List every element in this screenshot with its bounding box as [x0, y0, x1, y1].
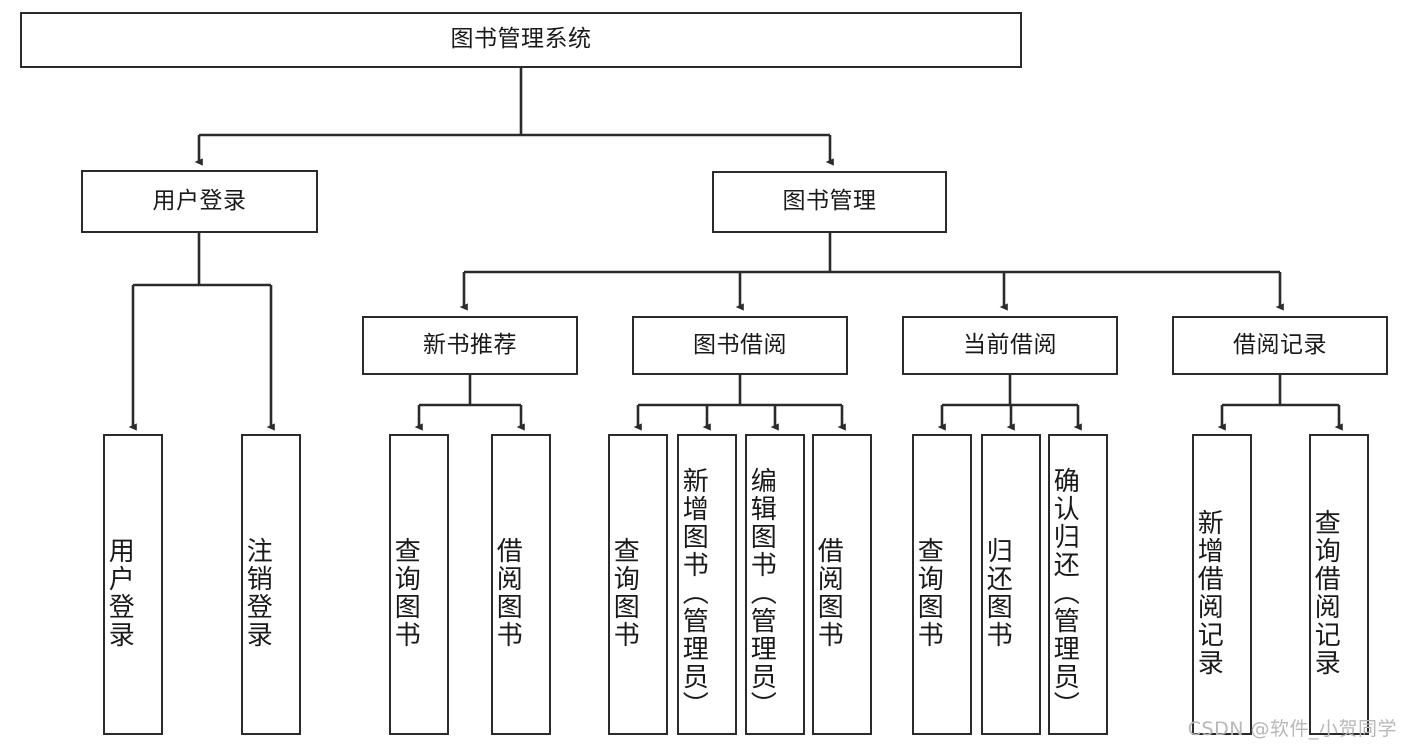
node-leaf-query-book-2[interactable]: 查询图书: [608, 434, 668, 735]
node-book-borrow[interactable]: 图书借阅: [632, 316, 848, 375]
node-current-borrow-label: 当前借阅: [963, 331, 1057, 358]
node-leaf-query-book-1-label: 查询图书: [390, 536, 421, 649]
csdn-watermark: CSDN @软件_小贺同学: [1187, 718, 1397, 740]
node-book-borrow-label: 图书借阅: [693, 331, 787, 358]
node-leaf-query-record-label: 查询借阅记录: [1310, 508, 1341, 677]
node-leaf-confirm-return[interactable]: 确认归还（管理员）: [1048, 434, 1108, 735]
node-leaf-borrow-book-2[interactable]: 借阅图书: [812, 434, 872, 735]
node-leaf-add-book[interactable]: 新增图书（管理员）: [677, 434, 737, 735]
node-leaf-query-book-3[interactable]: 查询图书: [912, 434, 972, 735]
node-leaf-borrow-book-2-label: 借阅图书: [813, 536, 844, 649]
node-leaf-confirm-return-label: 确认归还（管理员）: [1049, 466, 1080, 719]
node-borrow-record[interactable]: 借阅记录: [1172, 316, 1388, 375]
node-leaf-query-book-3-label: 查询图书: [913, 536, 944, 649]
node-leaf-edit-book-label: 编辑图书（管理员）: [746, 466, 777, 719]
node-leaf-user-logout-label: 注销登录: [242, 536, 273, 649]
node-leaf-add-record[interactable]: 新增借阅记录: [1192, 434, 1252, 735]
node-root-system[interactable]: 图书管理系统: [20, 12, 1022, 68]
node-leaf-user-login-label: 用户登录: [104, 536, 135, 649]
node-leaf-edit-book[interactable]: 编辑图书（管理员）: [745, 434, 805, 735]
node-leaf-return-book[interactable]: 归还图书: [981, 434, 1041, 735]
node-new-book-recommend-label: 新书推荐: [423, 331, 517, 358]
node-leaf-add-book-label: 新增图书（管理员）: [678, 466, 709, 719]
node-leaf-return-book-label: 归还图书: [982, 536, 1013, 649]
node-leaf-query-book-2-label: 查询图书: [609, 536, 640, 649]
node-book-manage-label: 图书管理: [782, 188, 877, 215]
node-leaf-borrow-book-1[interactable]: 借阅图书: [491, 434, 551, 735]
node-new-book-recommend[interactable]: 新书推荐: [362, 316, 578, 375]
node-leaf-user-logout[interactable]: 注销登录: [241, 434, 301, 735]
node-leaf-user-login[interactable]: 用户登录: [103, 434, 163, 735]
node-leaf-query-record[interactable]: 查询借阅记录: [1309, 434, 1369, 735]
node-leaf-query-book-1[interactable]: 查询图书: [389, 434, 449, 735]
node-current-borrow[interactable]: 当前借阅: [902, 316, 1118, 375]
node-leaf-add-record-label: 新增借阅记录: [1193, 508, 1224, 677]
node-user-login[interactable]: 用户登录: [81, 170, 318, 233]
node-book-manage[interactable]: 图书管理: [712, 171, 947, 233]
node-leaf-borrow-book-1-label: 借阅图书: [492, 536, 523, 649]
node-root-system-label: 图书管理系统: [450, 26, 592, 53]
node-borrow-record-label: 借阅记录: [1233, 331, 1327, 358]
node-user-login-label: 用户登录: [152, 187, 247, 214]
